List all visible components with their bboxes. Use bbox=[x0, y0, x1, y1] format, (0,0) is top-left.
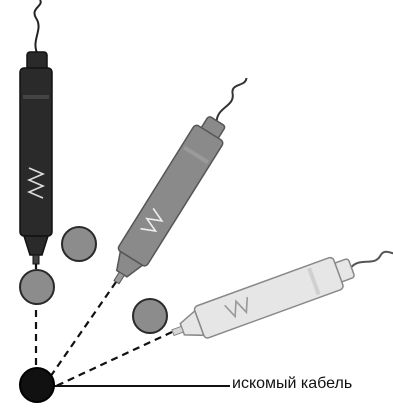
probe-light bbox=[167, 234, 393, 349]
probe-mid bbox=[102, 68, 259, 291]
probe-dark bbox=[20, 0, 52, 264]
neighbor-cable bbox=[62, 227, 96, 261]
target-cable bbox=[20, 368, 54, 402]
neighbor-cable bbox=[133, 299, 167, 333]
probe-light-cord bbox=[349, 247, 393, 271]
target-cable-caption: искомый кабель bbox=[232, 374, 352, 394]
probe-dark-cord bbox=[34, 0, 40, 55]
dashed-line-mid-probe bbox=[48, 282, 116, 380]
neighbor-cable bbox=[20, 270, 54, 304]
probe-mid-cord bbox=[214, 75, 247, 123]
dashed-line-light-probe bbox=[54, 332, 172, 387]
